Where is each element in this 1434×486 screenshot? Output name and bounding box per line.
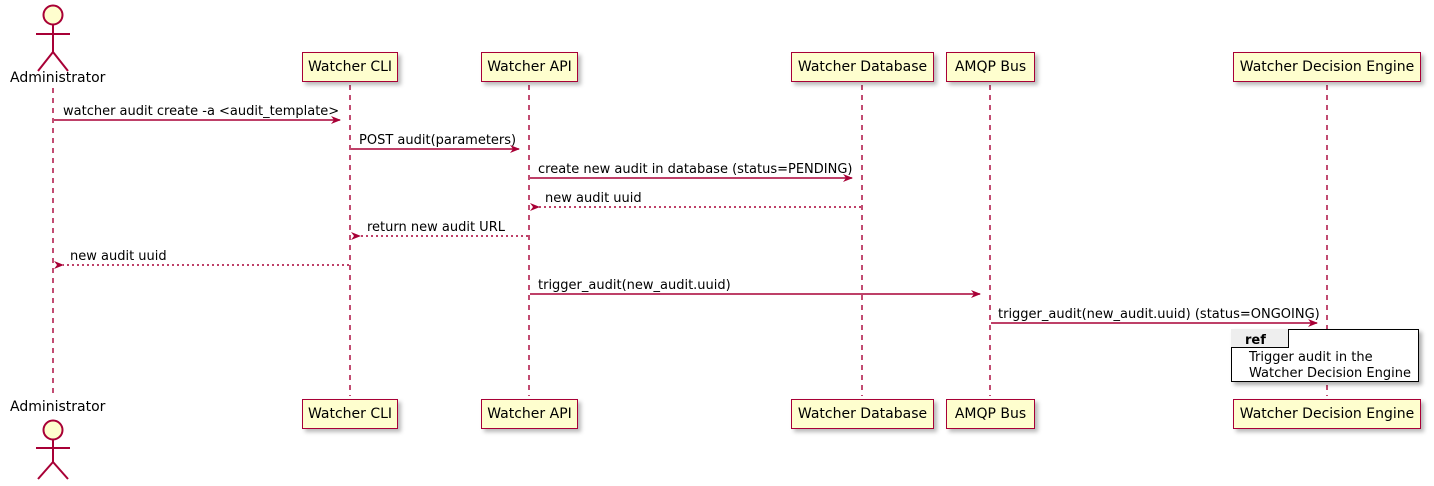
participant-box-watcher-cli-bottom[interactable]: Watcher CLI [302, 399, 398, 429]
participant-box-watcher-cli-top[interactable]: Watcher CLI [302, 52, 398, 82]
ref-fragment-line-2: Watcher Decision Engine [1249, 366, 1411, 381]
participant-label: Watcher Decision Engine [1239, 406, 1415, 422]
participant-label: AMQP Bus [954, 406, 1027, 422]
participant-label: Watcher Database [797, 59, 928, 75]
message-label-7: trigger_audit(new_audit.uuid) [538, 278, 731, 293]
lifelines-group [52, 85, 1328, 396]
ref-fragment-keyword: ref [1245, 333, 1266, 348]
ref-fragment-line-1: Trigger audit in the [1249, 350, 1373, 365]
ref-fragment-tab [1231, 329, 1289, 348]
participant-box-amqp-bus-bottom[interactable]: AMQP Bus [946, 399, 1035, 429]
message-label-2: POST audit(parameters) [359, 133, 517, 148]
participant-box-watcher-database-top[interactable]: Watcher Database [791, 52, 934, 82]
participant-label: Watcher API [487, 406, 572, 422]
message-label-3: create new audit in database (status=PEN… [538, 162, 853, 177]
message-label-5: return new audit URL [367, 220, 505, 235]
participant-box-watcher-database-bottom[interactable]: Watcher Database [791, 399, 934, 429]
participant-box-amqp-bus-top[interactable]: AMQP Bus [946, 52, 1035, 82]
message-label-6: new audit uuid [70, 249, 167, 264]
participant-label: Watcher API [487, 59, 572, 75]
actor-label-administrator-bottom: Administrator [10, 399, 106, 415]
message-label-8: trigger_audit(new_audit.uuid) (status=ON… [998, 307, 1320, 322]
actor-label-administrator-top: Administrator [10, 70, 106, 86]
actor-administrator-bottom [36, 419, 70, 480]
actor-administrator-top [36, 4, 70, 72]
participant-label: Watcher CLI [307, 406, 393, 422]
participant-label: Watcher CLI [307, 59, 393, 75]
participant-box-watcher-decision-engine-bottom[interactable]: Watcher Decision Engine [1233, 399, 1421, 429]
participant-label: Watcher Decision Engine [1239, 59, 1415, 75]
participant-box-watcher-api-top[interactable]: Watcher API [481, 52, 578, 82]
messages-group [54, 116, 1318, 327]
participant-label: Watcher Database [797, 406, 928, 422]
participant-label: AMQP Bus [954, 59, 1027, 75]
participant-box-watcher-api-bottom[interactable]: Watcher API [481, 399, 578, 429]
message-label-1: watcher audit create -a <audit_template> [63, 104, 340, 119]
participant-box-watcher-decision-engine-top[interactable]: Watcher Decision Engine [1233, 52, 1421, 82]
message-label-4: new audit uuid [545, 191, 642, 206]
